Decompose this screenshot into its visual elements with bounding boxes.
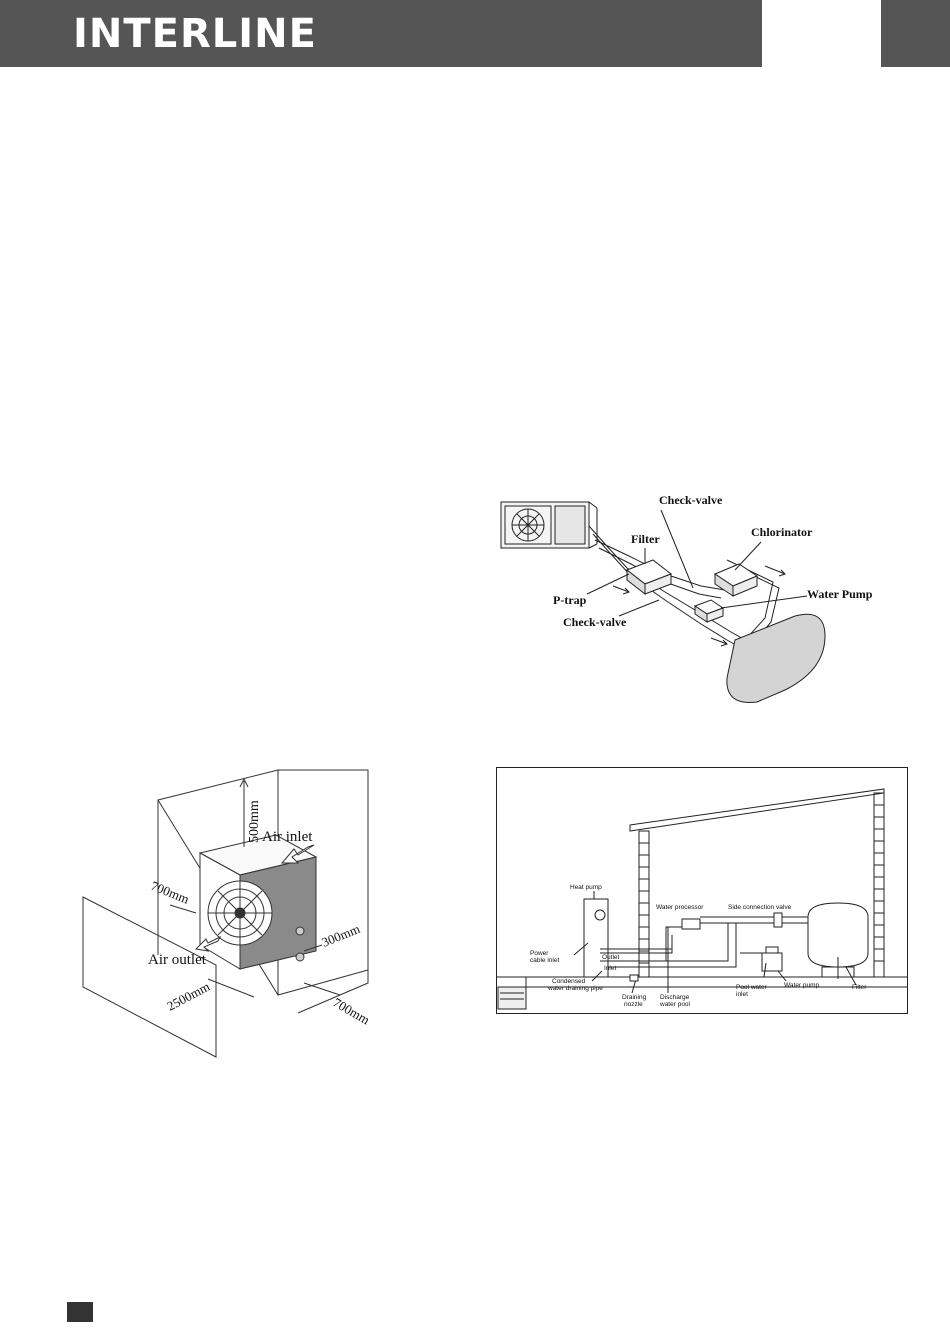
label-heat-pump: Heat pump: [570, 884, 602, 891]
filter-box-icon: [625, 559, 673, 596]
label-chlorinator: Chlorinator: [751, 525, 813, 539]
label-air-inlet: Air inlet: [262, 829, 313, 845]
label-clearance-right: 700mm: [331, 995, 373, 1028]
brick-wall-left-icon: [638, 830, 650, 978]
label-p-trap: P-trap: [553, 593, 587, 607]
heat-pump-unit-icon: [198, 834, 318, 970]
label-power-cable-2: cable inlet: [530, 957, 559, 964]
header-bar-main: [0, 0, 762, 67]
water-pump-icon: [693, 599, 725, 623]
filter-tank-icon: [807, 902, 869, 979]
header-bar-right: [881, 0, 950, 67]
pool-layout-diagram: Heat pump Water processor Side connectio…: [496, 767, 908, 1014]
label-clearance-top: 500mm: [247, 800, 262, 843]
label-pool-water-inlet-1: Pool water: [736, 984, 768, 991]
label-clearance-left: 700mm: [149, 878, 191, 907]
label-inlet: Inlet: [604, 965, 616, 972]
label-draining-1: Draining: [622, 994, 647, 1001]
label-filter: Filter: [852, 984, 867, 991]
water-pump-icon: [761, 946, 783, 972]
label-condensed-1: Condensed: [552, 978, 586, 985]
page-number-marker: [67, 1302, 93, 1322]
label-check-valve-top: Check-valve: [659, 493, 723, 507]
label-water-processor: Water processor: [656, 904, 704, 911]
brick-wall-right-icon: [873, 792, 885, 978]
label-draining-2: nozzle: [624, 1001, 643, 1008]
heat-pump-icon: [583, 898, 609, 978]
label-side-connection-valve: Side connection valve: [728, 904, 792, 911]
brand-logo: INTERLINE: [73, 11, 317, 57]
chlorinator-icon: [713, 563, 759, 597]
label-discharge-2: water pool: [659, 1001, 691, 1008]
label-water-pump: Water Pump: [807, 587, 873, 601]
connection-diagram: Check-valve Chlorinator Filter Water Pum…: [500, 493, 873, 703]
label-power-cable-1: Power: [530, 950, 549, 957]
label-clearance-side: 300mm: [320, 921, 362, 950]
water-processor-icon: [681, 918, 701, 930]
page-header: INTERLINE: [0, 0, 950, 67]
label-discharge-1: Discharge: [660, 994, 690, 1001]
label-outlet: Outlet: [602, 954, 620, 961]
label-filter: Filter: [631, 532, 660, 546]
pool-icon: [726, 613, 826, 703]
heat-pump-unit-icon: [500, 501, 598, 549]
label-condensed-2: water draining pipe: [547, 985, 603, 992]
label-pool-water-inlet-2: inlet: [736, 991, 748, 998]
label-water-pump: Water pump: [784, 982, 820, 989]
label-check-valve-bottom: Check-valve: [563, 615, 627, 629]
label-clearance-front: 2500mm: [164, 979, 212, 1014]
layout-labels: Heat pump Water processor Side connectio…: [530, 884, 867, 1008]
installation-clearance-diagram: Air inlet Air outlet 500mm 700mm 300mm 7…: [82, 769, 373, 1058]
label-air-outlet: Air outlet: [148, 952, 207, 968]
